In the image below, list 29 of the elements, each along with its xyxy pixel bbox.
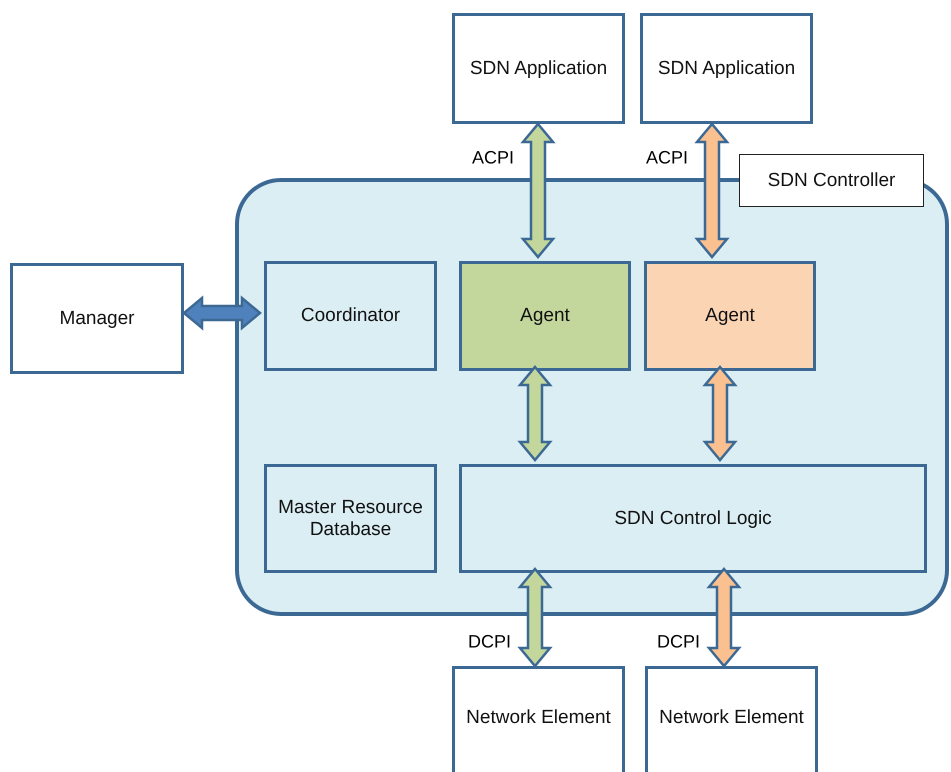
box-label: Manager [60, 308, 134, 330]
process-box [264, 261, 437, 371]
double-arrow [182, 295, 262, 331]
double-arrow [520, 122, 556, 259]
box-label: Master Resource Database [277, 496, 424, 540]
process-box [264, 464, 437, 573]
process-box [452, 666, 625, 772]
box-label: Network Element [659, 707, 804, 729]
box-label: SDN Application [470, 58, 608, 80]
process-box [645, 666, 818, 772]
double-arrow [702, 365, 738, 462]
title-box [739, 154, 924, 207]
box-label: Network Element [466, 707, 611, 729]
process-box [459, 464, 927, 573]
process-box [452, 13, 625, 124]
box-label: SDN Application [658, 58, 796, 80]
box-label: Agent [705, 305, 755, 327]
box-label: Agent [520, 305, 570, 327]
double-arrow [706, 567, 742, 668]
process-box [640, 13, 813, 124]
double-arrow [517, 365, 553, 462]
process-box [459, 261, 631, 371]
box-label: SDN Controller [768, 170, 896, 192]
process-box [10, 263, 184, 374]
box-label: SDN Control Logic [614, 508, 772, 530]
box-label: Coordinator [300, 305, 400, 327]
double-arrow [694, 122, 730, 259]
double-arrow [517, 567, 553, 668]
process-box [644, 261, 816, 371]
